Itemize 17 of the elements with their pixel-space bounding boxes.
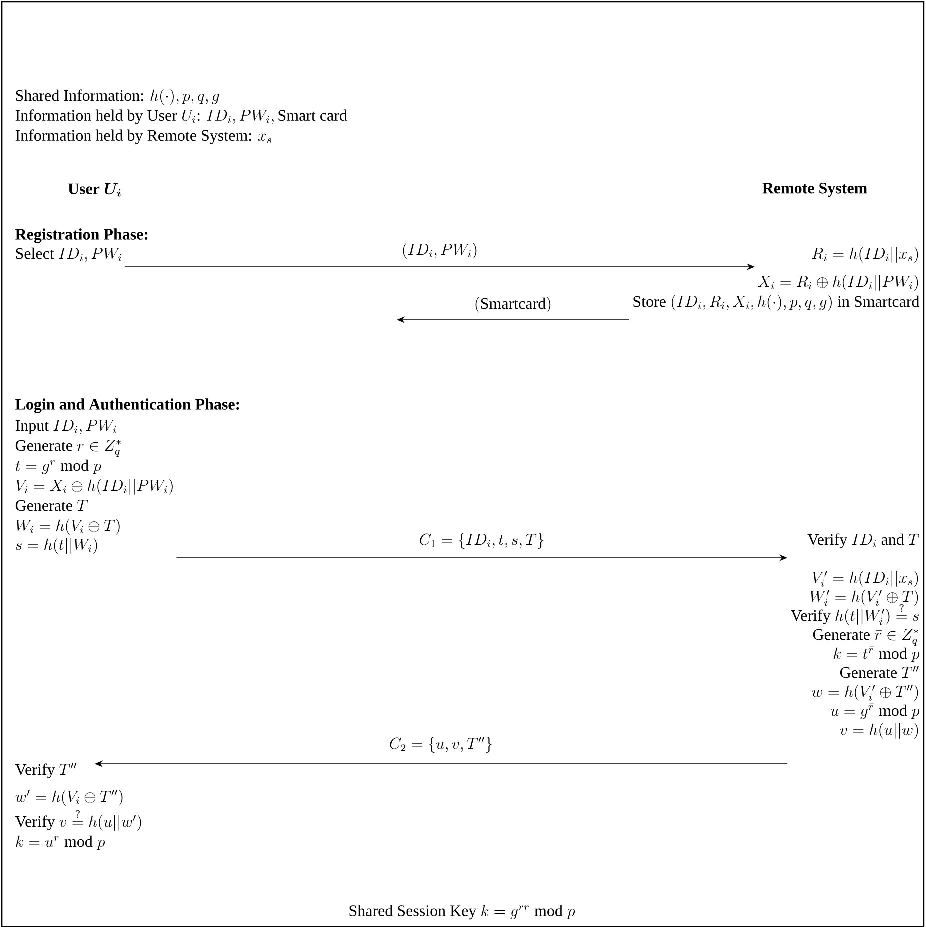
edge-label: $(\text{Smartcard})$ [472, 296, 554, 314]
session-key-line: $\text{Shared Session Key }k=g^{\bar{r}r}\bmod p$ [350, 904, 576, 920]
info-line: $\text{Information held by Remote System: }x_s$ [16, 130, 272, 144]
edge-label: $C_1=\{ID_i,t,s,T\}$ [418, 532, 546, 550]
edge-label: $(ID_i,PW_i)$ [400, 242, 480, 260]
info-line: $\text{Shared Information: }h(\cdot),p,q,g$ [16, 89, 220, 106]
step-text: $\text{Verify }T''$ $w'=h(V_i\oplus T'')$ $\text{Verify }v\overset{?}{=}h(u||w')$ $k=u^r\bmod p$ [15, 763, 142, 850]
party-heading: $\textbf{User }\boldsymbol{U_i}$ [68, 183, 121, 197]
phase-heading: Registration Phase: [16, 228, 148, 244]
phase-heading: Login and Authentication Phase: [16, 398, 240, 414]
party-heading: Remote System [762, 182, 868, 198]
step-text: $\text{Input }ID_i,PW_i$ $\text{Generate }r\in Z_q^*$ $t=g^r\bmod p$ $V_i=X_i\oplus h(ID_i||PW_i)$ $\text{Generate }T$ $W_i=h(V_i\oplus T)$ $s=h(t||W_i)$ [16, 420, 173, 554]
info-line: $\text{Information held by User }U_i\text{: }ID_i,PW_i,\text{Smart card}$ [16, 110, 348, 124]
step-text: $R_i=h(ID_i||x_s)$ $X_i=R_i\oplus h(ID_i||PW_i)$ $\text{Store }(ID_i,R_i,X_i,h(\cdot),p,q,g)\text{ in Smartcard}$ [634, 247, 920, 312]
step-text: $\text{Select }ID_i,PW_i$ [16, 248, 122, 262]
step-text: $\text{Verify }ID_i\text{ and }T$ $V_i'=h(ID_i||x_s)$ $W_i'=h(V_i'\oplus T)$ $\text{Verify }h(t||W_i')\overset{?}{=}s$ $\text{Generate }\bar{r}\in Z_q^*$ $k=t^{\bar{r}}\bmod p$ $\text{Generate }T''$ $w=h(V_i'\oplus T'')$ $u=g^{\bar{r}}\bmod p$ $v=h(u||w)$ [791, 534, 920, 740]
edge-label: $C_2=\{u,v,T''\}$ [388, 736, 495, 754]
